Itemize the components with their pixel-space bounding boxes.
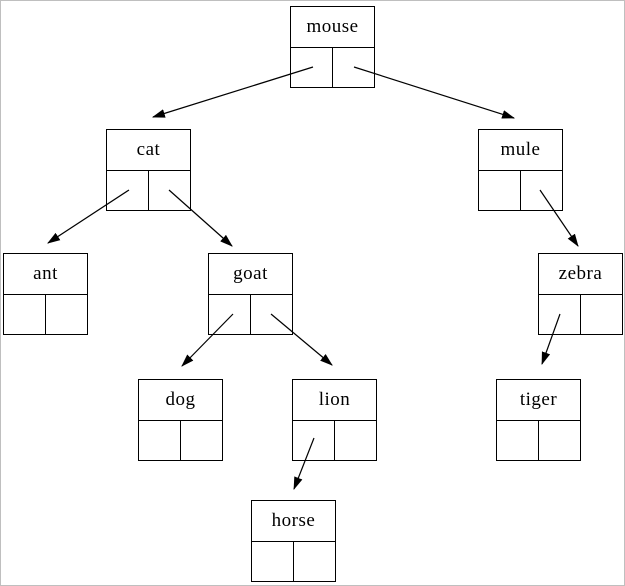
- node-pointer-cells: [107, 171, 190, 210]
- node-label: mule: [479, 130, 562, 171]
- tree-node-dog: dog: [138, 379, 223, 461]
- left-pointer-cell: [107, 171, 149, 210]
- node-pointer-cells: [4, 295, 87, 334]
- node-label: horse: [252, 501, 335, 542]
- node-pointer-cells: [209, 295, 292, 334]
- right-pointer-cell: [335, 421, 376, 460]
- node-label: tiger: [497, 380, 580, 421]
- left-pointer-cell: [293, 421, 335, 460]
- node-pointer-cells: [139, 421, 222, 460]
- node-label: lion: [293, 380, 376, 421]
- tree-node-goat: goat: [208, 253, 293, 335]
- node-pointer-cells: [293, 421, 376, 460]
- node-label: ant: [4, 254, 87, 295]
- tree-node-tiger: tiger: [496, 379, 581, 461]
- right-pointer-cell: [294, 542, 335, 581]
- tree-node-horse: horse: [251, 500, 336, 582]
- left-pointer-cell: [4, 295, 46, 334]
- right-pointer-cell: [46, 295, 87, 334]
- left-pointer-cell: [497, 421, 539, 460]
- left-pointer-cell: [539, 295, 581, 334]
- right-pointer-cell: [333, 48, 374, 87]
- tree-node-cat: cat: [106, 129, 191, 211]
- right-pointer-cell: [181, 421, 222, 460]
- node-pointer-cells: [291, 48, 374, 87]
- tree-node-ant: ant: [3, 253, 88, 335]
- right-pointer-cell: [149, 171, 190, 210]
- left-pointer-cell: [209, 295, 251, 334]
- tree-node-mule: mule: [478, 129, 563, 211]
- node-label: goat: [209, 254, 292, 295]
- right-pointer-cell: [521, 171, 562, 210]
- node-pointer-cells: [497, 421, 580, 460]
- tree-node-zebra: zebra: [538, 253, 623, 335]
- node-label: dog: [139, 380, 222, 421]
- tree-node-mouse: mouse: [290, 6, 375, 88]
- node-label: mouse: [291, 7, 374, 48]
- tree-node-lion: lion: [292, 379, 377, 461]
- right-pointer-cell: [251, 295, 292, 334]
- node-pointer-cells: [539, 295, 622, 334]
- node-label: zebra: [539, 254, 622, 295]
- node-pointer-cells: [479, 171, 562, 210]
- left-pointer-cell: [291, 48, 333, 87]
- left-pointer-cell: [139, 421, 181, 460]
- right-pointer-cell: [539, 421, 580, 460]
- right-pointer-cell: [581, 295, 622, 334]
- left-pointer-cell: [252, 542, 294, 581]
- left-pointer-cell: [479, 171, 521, 210]
- node-label: cat: [107, 130, 190, 171]
- node-pointer-cells: [252, 542, 335, 581]
